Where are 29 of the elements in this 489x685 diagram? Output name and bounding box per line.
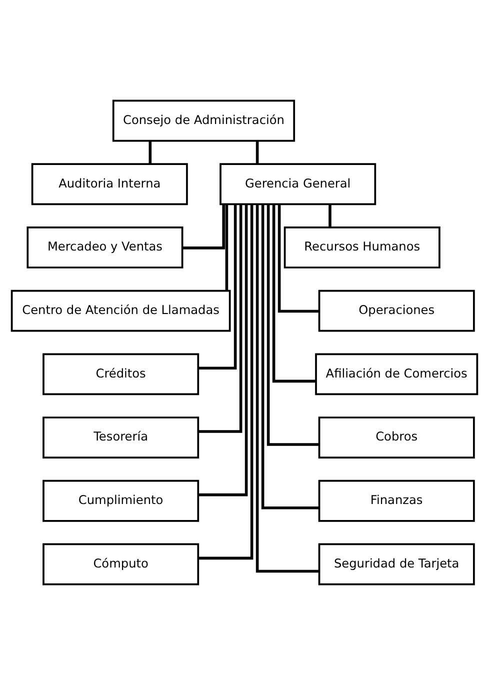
node-box: Centro de Atención de Llamadas — [10, 290, 231, 332]
node-box: Gerencia General — [220, 163, 376, 206]
connector — [225, 204, 228, 290]
connector — [198, 204, 248, 496]
connector — [198, 204, 237, 370]
connector — [256, 204, 320, 573]
node-box: Cómputo — [42, 543, 200, 586]
node-box: Recursos Humanos — [284, 226, 440, 268]
node-box: Tesorería — [42, 416, 200, 458]
connector — [198, 204, 242, 433]
connector — [266, 204, 319, 446]
connector — [256, 140, 259, 164]
node-box: Operaciones — [318, 290, 475, 332]
connector — [328, 204, 332, 228]
connector — [182, 204, 225, 250]
node-box: Mercadeo y Ventas — [26, 226, 184, 268]
node-box: Auditoria Interna — [31, 163, 188, 206]
connector — [198, 204, 254, 560]
connector — [261, 204, 320, 510]
node-box: Cumplimiento — [42, 480, 200, 522]
connector — [148, 140, 152, 164]
node-box: Finanzas — [318, 480, 475, 522]
node-box: Créditos — [42, 353, 200, 396]
connector — [272, 204, 316, 383]
node-box: Seguridad de Tarjeta — [318, 543, 475, 586]
node-box: Afiliación de Comercios — [315, 353, 478, 396]
connector — [278, 204, 319, 313]
node-box: Cobros — [318, 416, 475, 458]
node-box: Consejo de Administración — [112, 100, 296, 142]
